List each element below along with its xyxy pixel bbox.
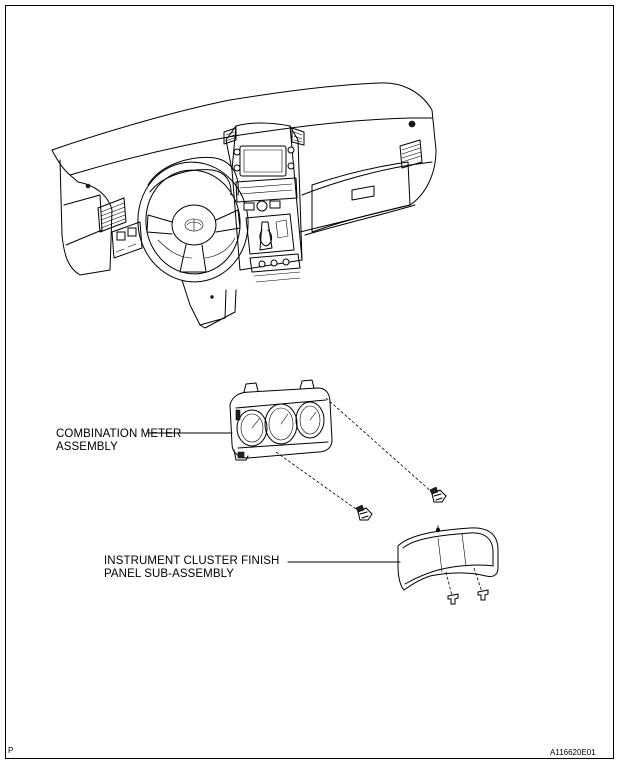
figure-code: A116620E01	[550, 748, 596, 757]
combination-meter-label-line2: ASSEMBLY	[56, 441, 118, 453]
cluster-finish-label-line2: PANEL SUB-ASSEMBLY	[104, 568, 235, 580]
cluster-finish-label: INSTRUMENT CLUSTER FINISH PANEL SUB-ASSE…	[104, 555, 279, 581]
center-stack	[225, 122, 303, 283]
clip-left	[447, 593, 459, 605]
clip-right	[477, 589, 489, 601]
border	[5, 5, 614, 759]
screw-left	[355, 504, 373, 521]
combination-meter-illustration	[229, 379, 333, 461]
clip-guide-right	[473, 567, 483, 593]
combination-meter-label-line1: COMBINATION METER	[56, 428, 182, 440]
steering-wheel	[137, 161, 249, 283]
combination-meter-label: COMBINATION METER ASSEMBLY	[56, 428, 181, 454]
clip-guide-left	[445, 571, 453, 597]
dashboard-illustration	[51, 82, 437, 329]
cluster-finish-panel-illustration	[397, 525, 499, 591]
right-vent	[399, 139, 423, 169]
corner-mark-left: P	[8, 746, 14, 755]
cluster-finish-label-line1: INSTRUMENT CLUSTER FINISH	[104, 555, 280, 567]
left-vent	[97, 197, 127, 233]
center-vents	[223, 127, 305, 146]
screw-guide-right	[325, 397, 435, 495]
screw-right	[429, 486, 447, 503]
screw-guide-left	[275, 451, 361, 513]
